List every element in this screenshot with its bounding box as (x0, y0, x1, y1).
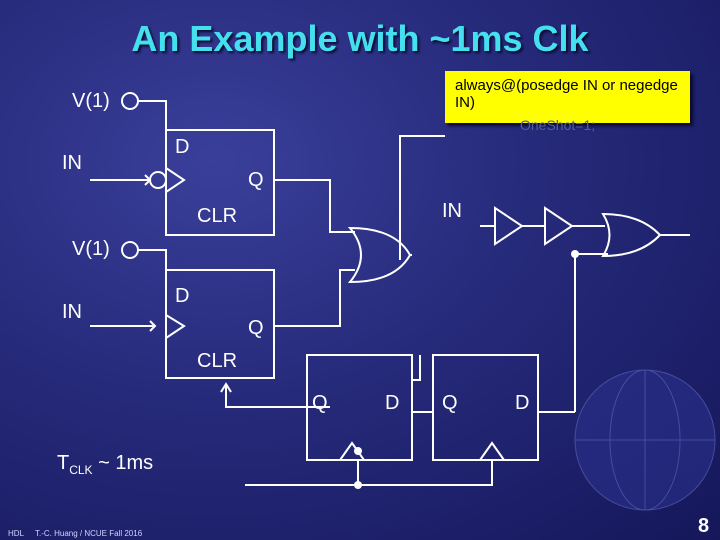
ff2-clk-triangle (165, 314, 186, 339)
code-note-box: always@(posedge IN or negedge IN) (445, 71, 690, 123)
label-q-ff4: Q (442, 392, 458, 414)
ff2-v1-node (121, 241, 139, 259)
ff1-in-arrow (144, 174, 152, 186)
label-v1-top: V(1) (72, 90, 110, 112)
ff1-clk-triangle (165, 167, 186, 193)
or-gate-2 (601, 212, 662, 258)
label-q-top: Q (248, 169, 264, 191)
label-v1-mid: V(1) (72, 238, 110, 260)
label-q-mid: Q (248, 317, 264, 339)
junction-dot (354, 481, 362, 489)
ff2-clr-wire (225, 385, 330, 408)
label-clr-top: CLR (197, 205, 238, 227)
buffer-1 (494, 206, 524, 246)
label-tclk: TCLK ~ 1ms (57, 452, 154, 477)
buffer-2 (544, 206, 574, 246)
label-d-ff3: D (385, 392, 400, 414)
globe-decoration (574, 369, 716, 511)
label-d-ff4: D (515, 392, 530, 414)
label-in-right: IN (442, 200, 462, 222)
label-d-top: D (175, 136, 190, 158)
ff1-v1-node (121, 92, 139, 110)
clock-net-wire (357, 460, 493, 486)
ff1-q-wire (274, 179, 355, 233)
code-note-text: always@(posedge IN or negedge IN) (455, 77, 678, 111)
ff2-box (165, 269, 275, 379)
label-q-ff3: Q (312, 392, 328, 414)
footer-course: HDL (8, 529, 25, 538)
page-number: 8 (698, 515, 710, 537)
oneshot-overlay-text: OneShot=1; (520, 117, 596, 133)
junction-dot (354, 447, 362, 455)
ff1-clk-bubble (149, 171, 167, 189)
junction-dot (571, 250, 579, 258)
label-in-top: IN (62, 152, 82, 174)
ff2-d-wire (138, 249, 167, 270)
ff3-box (306, 354, 413, 461)
ff4-clk-triangle (479, 441, 505, 461)
ff2-clr-arrow (220, 382, 232, 393)
label-clr-mid: CLR (197, 350, 238, 372)
ff1-d-wire (138, 100, 167, 130)
ff2-q-wire (274, 269, 355, 327)
or-gate-1 (347, 226, 412, 284)
ff2-in-arrow (149, 320, 157, 332)
oneshot-to-note-wire (399, 135, 445, 260)
ff4-box (432, 354, 539, 461)
slide-title: An Example with ~1ms Clk (131, 18, 589, 59)
label-in-mid: IN (62, 301, 82, 323)
footer-author: T.-C. Huang / NCUE Fall 2016 (35, 529, 143, 538)
label-d-mid: D (175, 285, 190, 307)
